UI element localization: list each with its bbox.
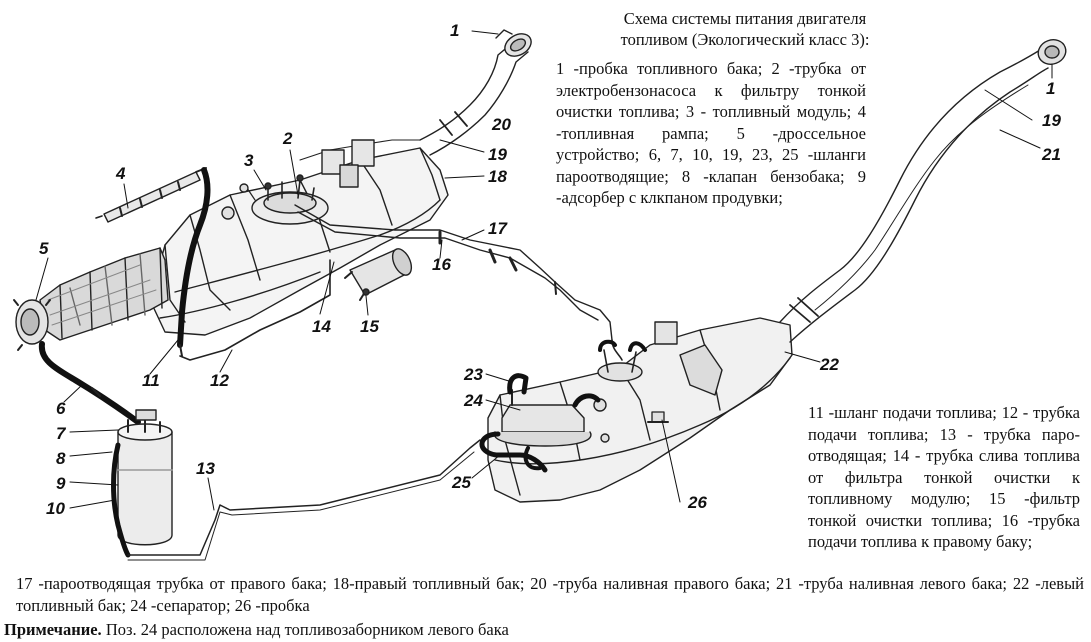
vapor-hose-10 — [111, 442, 131, 558]
fuel-supply-tube — [179, 259, 331, 361]
legend-items-11-16: 11 -шланг подачи топлива; 12 - трубка по… — [808, 403, 1080, 551]
callout-26: 26 — [688, 493, 707, 512]
callout-2: 2 — [283, 129, 293, 148]
callout-20: 20 — [492, 115, 511, 134]
callout-19-right: 19 — [488, 145, 507, 164]
filler-pipe-right — [419, 29, 532, 156]
callout-11: 11 — [142, 371, 160, 390]
callout-5: 5 — [39, 239, 49, 258]
callout-4: 4 — [116, 164, 126, 183]
legend-items-1-9: 1 -пробка топливного бака; 2 -трубка от … — [556, 59, 866, 207]
callout-13: 13 — [196, 459, 215, 478]
callout-12: 12 — [210, 371, 229, 390]
callout-21: 21 — [1042, 145, 1061, 164]
vapor-hose-23 — [507, 373, 529, 395]
leader-lines — [35, 30, 1053, 511]
callout-3: 3 — [244, 151, 254, 170]
title-line-1: Схема системы питания двигателя — [623, 9, 867, 28]
callout-23: 23 — [464, 365, 483, 384]
note: Примечание. Поз. 24 расположена над топл… — [4, 619, 1004, 641]
callout-9: 9 — [56, 474, 66, 493]
vapor-hose-6 — [38, 341, 141, 425]
right-fuel-tank — [149, 139, 449, 336]
legend-items-17-26: 17 -пароотводящая трубка от правого бака… — [16, 574, 1084, 615]
fuel-rail — [95, 167, 207, 223]
fuel-supply-hose — [177, 167, 211, 348]
vapor-tube-13 — [127, 439, 481, 556]
callout-16: 16 — [432, 255, 451, 274]
callout-14: 14 — [312, 317, 331, 336]
callout-25: 25 — [452, 473, 471, 492]
fuel-transfer-tubes — [294, 204, 623, 361]
vapor-hoses-25 — [479, 431, 548, 473]
callout-17: 17 — [488, 219, 507, 238]
note-label: Примечание. — [4, 620, 102, 639]
callout-10: 10 — [46, 499, 65, 518]
diagram-title: Схема системы питания двигателя топливом… — [575, 8, 915, 50]
title-line-2: топливом (Экологический класс 3): — [620, 30, 870, 49]
left-fuel-tank — [487, 317, 793, 503]
adsorber-canister — [117, 409, 173, 546]
vapor-separator — [493, 389, 592, 447]
callout-24: 24 — [464, 391, 483, 410]
callout-19-left: 19 — [1042, 111, 1061, 130]
callout-22: 22 — [820, 355, 839, 374]
fine-fuel-filter — [344, 248, 413, 301]
note-text: Поз. 24 расположена над топливозаборнико… — [101, 620, 509, 639]
callout-7: 7 — [56, 424, 66, 443]
callout-8: 8 — [56, 449, 66, 468]
callout-1-right-cap: 1 — [450, 21, 460, 40]
throttle-body-assembly — [13, 247, 169, 351]
callout-6: 6 — [56, 399, 66, 418]
drain-plug — [647, 411, 669, 423]
callout-15: 15 — [360, 317, 379, 336]
filler-pipe-left — [779, 39, 1067, 343]
callout-18: 18 — [488, 167, 507, 186]
callout-1-left-cap: 1 — [1046, 79, 1056, 98]
